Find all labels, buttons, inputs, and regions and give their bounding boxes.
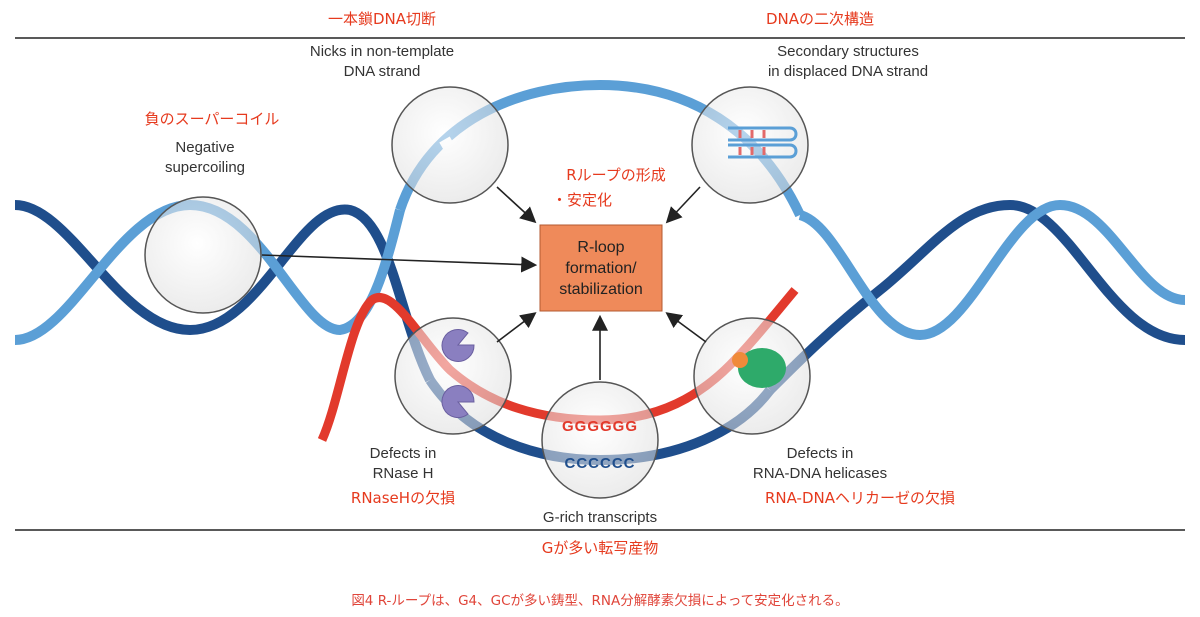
box-line3: stabilization: [559, 281, 643, 298]
arrow-helicase: [665, 312, 707, 343]
grich-label: G-rich transcripts: [543, 509, 657, 526]
nick-lens: [391, 86, 509, 204]
helicase-enzyme-icon: [732, 348, 786, 388]
grich-lens: [541, 381, 659, 499]
jp-supercoil-label: 負のスーパーコイル: [145, 110, 280, 128]
rna-sequence: GGGGGG: [562, 418, 638, 435]
secondary-label-1: Secondary structures: [777, 43, 919, 60]
nick-label-1: Nicks in non-template: [310, 43, 454, 60]
hairpin-icon: [728, 126, 798, 159]
supercoil-label-2: supercoiling: [165, 159, 245, 176]
left-dark-strand: [14, 200, 435, 383]
jp-rnaseh-label: RNaseHの欠損: [351, 489, 455, 507]
right-dark-strand: [766, 199, 1186, 394]
jp-secondary-label: DNAの二次構造: [766, 10, 874, 28]
rnase-h-enzyme-icon: [441, 329, 475, 418]
helicase-label-1: Defects in: [787, 445, 854, 462]
rnaseh-label-1: Defects in: [370, 445, 437, 462]
supercoil-label-1: Negative: [175, 139, 234, 156]
box-line1: R-loop: [577, 239, 624, 256]
right-light-strand: [798, 199, 1186, 341]
figure-caption: 図4 R-ループは、G4、GCが多い鋳型、RNA分解酵素欠損によって安定化される…: [351, 592, 848, 609]
jp-helicase-label: RNA-DNAヘリカーゼの欠損: [765, 489, 955, 507]
rnaseh-label-2: RNase H: [373, 465, 434, 482]
box-line2: formation/: [565, 260, 637, 277]
right-helix: [766, 199, 1186, 394]
arrow-rnaseh: [496, 312, 537, 343]
jp-nick-label: 一本鎖DNA切断: [328, 10, 436, 28]
arrow-secondary: [665, 186, 701, 224]
supercoil-lens: [144, 196, 262, 314]
arrow-supercoil: [261, 254, 538, 273]
arrows: [261, 186, 707, 380]
secondary-label-2: in displaced DNA strand: [768, 63, 928, 80]
jp-grich-label: Gが多い転写産物: [542, 539, 659, 557]
r-loop-box: [539, 224, 663, 312]
nick-label-2: DNA strand: [344, 63, 421, 80]
helicase-label-2: RNA-DNA helicases: [753, 465, 887, 482]
dna-sequence: CCCCCC: [565, 455, 636, 472]
jp-rloop-line2: ・安定化: [552, 191, 612, 209]
rnaseh-lens: [394, 317, 512, 435]
jp-rloop-line1: Rループの形成: [566, 166, 666, 184]
arrow-nick: [496, 186, 537, 224]
